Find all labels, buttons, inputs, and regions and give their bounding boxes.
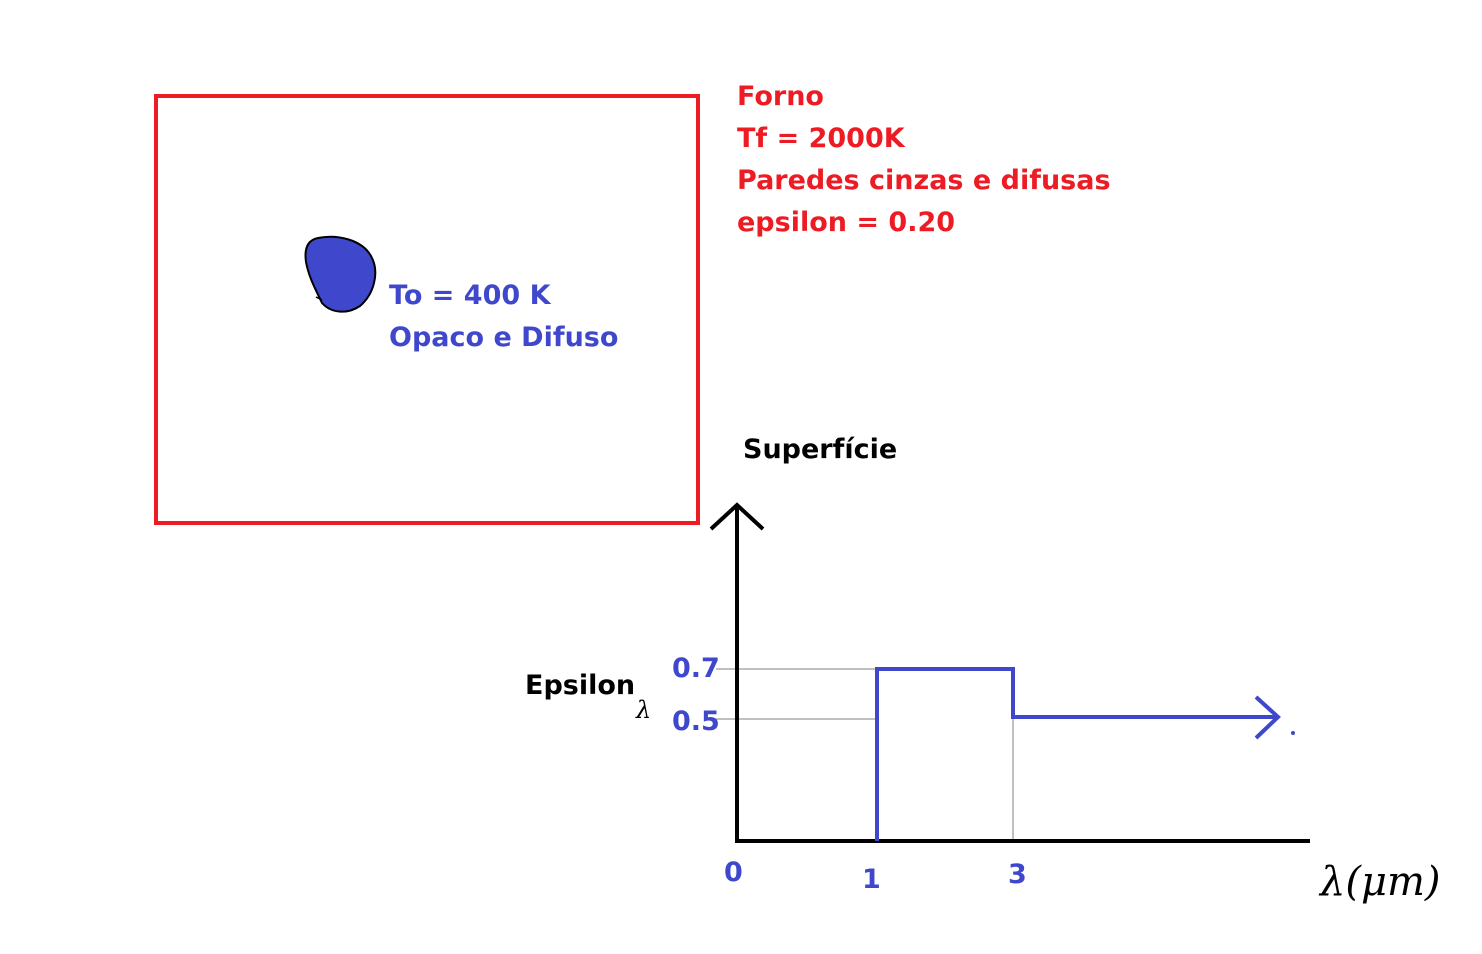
furnace-temperature: Tf = 2000K: [737, 123, 906, 154]
curve-end-dot: [1291, 731, 1295, 735]
chart-title: Superfície: [743, 434, 897, 465]
x-tick-label: 3: [1008, 859, 1027, 890]
furnace-walls: Paredes cinzas e difusas: [737, 165, 1111, 196]
object-property: Opaco e Difuso: [389, 322, 618, 353]
emissivity-curve: [875, 667, 1278, 841]
furnace-box: [154, 94, 700, 525]
object-temperature: To = 400 K: [389, 280, 552, 311]
y-axis-label-subscript: λ: [635, 696, 651, 724]
y-tick-label: 0.7: [672, 653, 720, 684]
object-blob-mark: [315, 296, 323, 301]
y-axis-arrowhead: [709, 502, 765, 531]
object-blob: [304, 235, 377, 313]
furnace-emissivity: epsilon = 0.20: [737, 207, 955, 238]
x-axis-label: λ(μm): [1318, 859, 1441, 905]
x-tick-label: 0: [724, 857, 743, 888]
y-axis-label: Epsilon: [525, 670, 635, 701]
furnace-title: Forno: [737, 81, 824, 112]
y-tick-label: 0.5: [672, 706, 720, 737]
x-tick-label: 1: [862, 864, 881, 895]
curve-arrowhead: [1254, 695, 1281, 740]
